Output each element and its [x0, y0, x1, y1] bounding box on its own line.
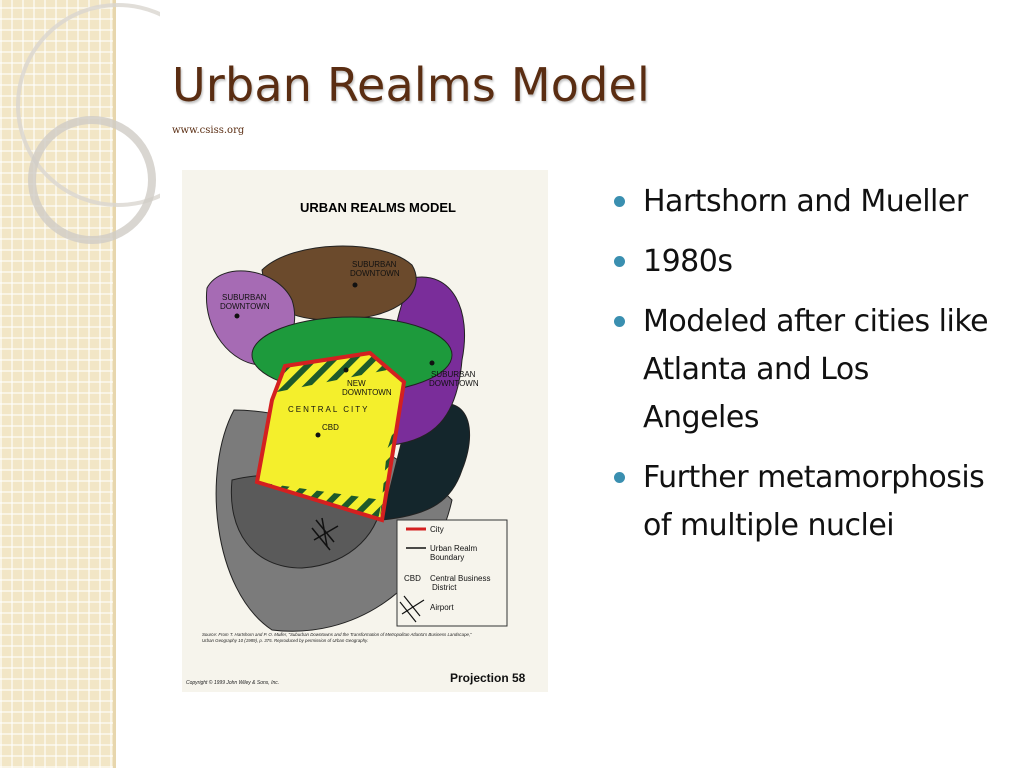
bullet-text: Hartshorn and Mueller [643, 184, 968, 219]
diagram-copyright: Copyright © 1999 John Wiley & Sons, Inc. [186, 679, 279, 686]
diagram-source-line-2: Urban Geography 10 (1989), p. 375. Repro… [202, 638, 368, 643]
bullet-item: Modeled after cities like Atlanta and Lo… [612, 298, 992, 442]
slide-subtitle-link[interactable]: www.csiss.org [172, 125, 245, 136]
bullet-text: Modeled after cities like Atlanta and Lo… [643, 304, 989, 435]
marker-suburban-right [429, 360, 435, 366]
label-new-downtown-1: NEW [347, 379, 366, 388]
marker-new-downtown [343, 367, 349, 373]
bullet-text: 1980s [643, 244, 733, 279]
legend-boundary-label-2: Boundary [430, 553, 464, 562]
label-cbd: CBD [322, 423, 339, 432]
bullet-dot-icon [614, 196, 625, 207]
airport-icon [311, 517, 339, 551]
label-central-city: CENTRAL CITY [288, 405, 370, 414]
slide-title: Urban Realms Model [172, 58, 651, 112]
marker-cbd [315, 432, 321, 438]
bullet-dot-icon [614, 316, 625, 327]
legend-cbd-label-2: District [432, 583, 457, 592]
diagram-projection: Projection 58 [450, 671, 526, 685]
marker-suburban-top [352, 282, 358, 288]
label-suburban-left-1: SUBURBAN [222, 293, 267, 302]
marker-suburban-left [234, 313, 240, 319]
diagram-heading: URBAN REALMS MODEL [300, 200, 456, 215]
bullet-text: Further metamorphosis of multiple nuclei [643, 460, 985, 543]
decorative-circles [16, 3, 160, 244]
stripe-top [277, 353, 387, 392]
bullet-list: Hartshorn and Mueller 1980s Modeled afte… [612, 178, 992, 562]
bullet-item: Further metamorphosis of multiple nuclei [612, 454, 992, 550]
label-suburban-top-2: DOWNTOWN [350, 269, 400, 278]
city-core [257, 353, 404, 520]
legend-city-label: City [430, 525, 444, 534]
legend-boundary-label-1: Urban Realm [430, 544, 477, 553]
legend-box [396, 519, 508, 627]
bullet-item: Hartshorn and Mueller [612, 178, 992, 226]
urban-realms-diagram: URBAN REALMS MODEL SUBURBAN DOWNTOWN SUB… [182, 170, 548, 692]
legend-cbd-abbr: CBD [404, 574, 421, 583]
label-suburban-left-2: DOWNTOWN [220, 302, 270, 311]
label-suburban-right-2: DOWNTOWN [429, 379, 479, 388]
bullet-dot-icon [614, 256, 625, 267]
legend: City Urban Realm Boundary CBD Central Bu… [396, 519, 508, 627]
city-boundary [254, 350, 407, 523]
label-suburban-right-1: SUBURBAN [431, 370, 476, 379]
legend-airport-icon [399, 595, 425, 623]
legend-cbd-label-1: Central Business [430, 574, 490, 583]
bullet-dot-icon [614, 472, 625, 483]
diagram-source-line-1: Source: From T. Hartshorn and P. O. Mull… [202, 632, 472, 637]
legend-airport-label: Airport [430, 603, 454, 612]
label-new-downtown-2: DOWNTOWN [342, 388, 392, 397]
bullet-item: 1980s [612, 238, 992, 286]
diagram-canvas: URBAN REALMS MODEL SUBURBAN DOWNTOWN SUB… [186, 200, 526, 686]
label-suburban-top-1: SUBURBAN [352, 260, 397, 269]
